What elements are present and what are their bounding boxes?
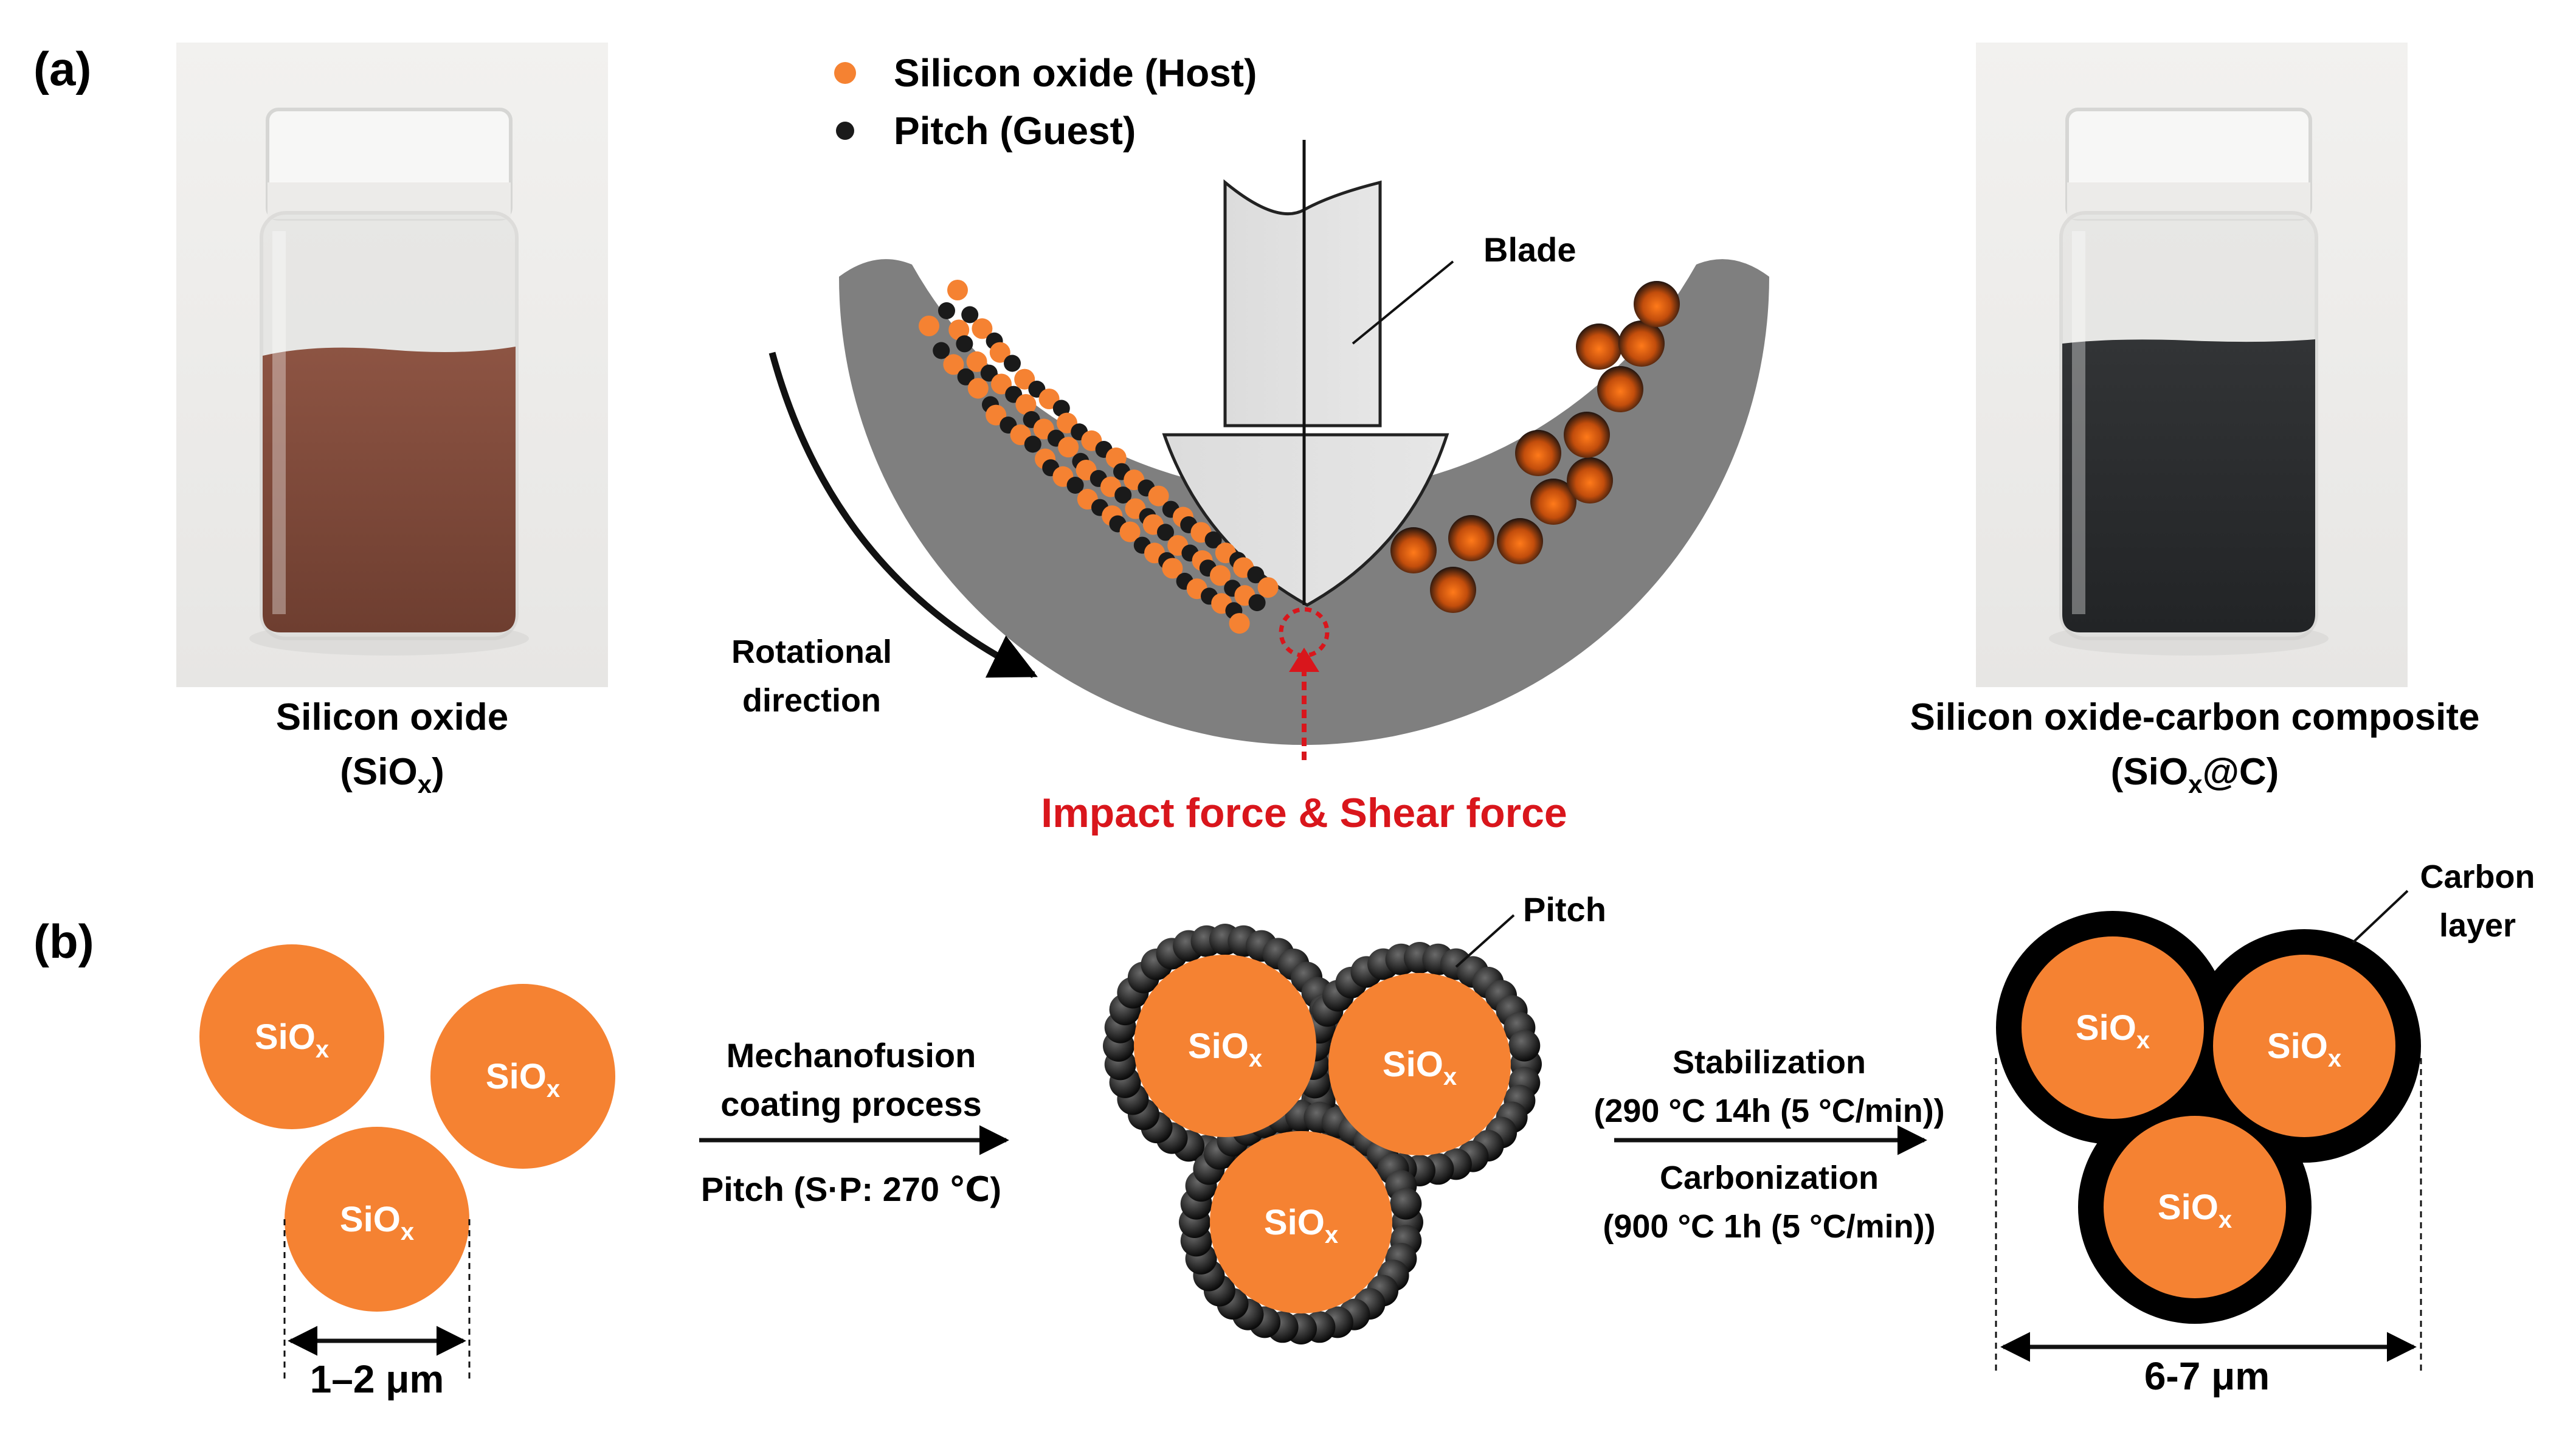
milling-ball: [1390, 527, 1437, 573]
sio-x-jar-photo: [176, 43, 608, 687]
step2-line4: (900 °C 1h (5 °C/min)): [1603, 1208, 1935, 1245]
guest-particle: [980, 364, 998, 382]
guest-particle: [1157, 524, 1174, 541]
host-particle: [948, 319, 970, 341]
legend-guest-marker: [836, 122, 854, 140]
carbon-label-line1: Carbon: [2420, 859, 2535, 895]
sio-x-carbon-jar-photo: [1976, 43, 2408, 687]
guest-particle: [1204, 531, 1222, 548]
blade-label: Blade: [1483, 230, 1576, 269]
large-size-label: 6-7 μm: [2144, 1354, 2270, 1398]
milling-ball: [1448, 515, 1494, 561]
milling-ball: [1597, 366, 1643, 412]
guest-particle: [1247, 566, 1265, 584]
milling-ball: [1515, 430, 1561, 476]
host-particle: [986, 404, 1007, 426]
guest-particle: [957, 368, 975, 386]
guest-particle: [1248, 594, 1266, 612]
host-particle: [1229, 613, 1250, 634]
host-particle: [1119, 521, 1141, 542]
host-particle: [1210, 565, 1231, 586]
host-particle: [989, 342, 1010, 363]
host-particle: [1014, 368, 1035, 390]
host-particle: [947, 280, 968, 300]
stage3-label-2: SiOx: [2267, 1026, 2341, 1072]
stage3-label-3: SiOx: [2158, 1188, 2232, 1233]
left-photo-caption-title: Silicon oxide: [276, 696, 508, 738]
milling-ball: [1634, 281, 1680, 327]
milling-ball: [1430, 567, 1476, 613]
carbon-label-line2: layer: [2439, 907, 2516, 944]
blade: [1162, 140, 1449, 607]
stage2-label-3: SiOx: [1264, 1203, 1338, 1248]
step2-line2: (290 °C 14h (5 °C/min)): [1594, 1093, 1944, 1129]
mixed-particle-stream: [919, 280, 1279, 634]
guest-particle: [1066, 477, 1084, 494]
host-particle: [1162, 558, 1183, 579]
legend-host-label: Silicon oxide (Host): [894, 51, 1257, 95]
guest-particle: [933, 342, 950, 359]
host-particle: [972, 318, 993, 339]
legend-guest-label: Pitch (Guest): [894, 109, 1136, 153]
right-photo-caption-formula: (SiOx@C): [2111, 751, 2279, 798]
milling-ball: [1497, 518, 1543, 564]
milling-ball: [1564, 412, 1610, 458]
host-particle: [966, 351, 987, 372]
stage1-particles: [199, 944, 615, 1312]
milling-balls: [1390, 281, 1680, 613]
force-label: Impact force & Shear force: [1041, 790, 1567, 836]
milling-ball: [1576, 324, 1622, 370]
host-particle: [1058, 437, 1079, 458]
host-particle: [967, 378, 989, 399]
blade-callout-line: [1352, 260, 1454, 345]
host-particle: [1105, 447, 1127, 468]
step1-below: Pitch (S·P: 270 ℃): [701, 1170, 1001, 1208]
step1-line1: Mechanofusion: [727, 1036, 976, 1074]
pitch-label: Pitch: [1523, 890, 1606, 929]
rotation-label-line1: Rotational: [731, 634, 892, 670]
panel-a-label: (a): [33, 42, 91, 95]
left-photo-caption-formula: (SiOx): [340, 751, 444, 798]
small-size-label: 1–2 μm: [310, 1357, 444, 1401]
host-particle: [1015, 394, 1037, 415]
step2-line1: Stabilization: [1673, 1044, 1866, 1081]
rotation-arrow: [768, 351, 1038, 678]
guest-particle: [1024, 435, 1041, 453]
guest-particle: [1004, 355, 1021, 372]
milling-ball: [1618, 320, 1665, 367]
step1-line2: coating process: [720, 1085, 981, 1123]
legend-host-marker: [834, 62, 856, 84]
pitch-callout-line: [1455, 914, 1515, 968]
milling-ball: [1567, 457, 1613, 503]
host-particle: [1148, 485, 1169, 507]
stage3-particles: [2022, 936, 2395, 1298]
guest-particle: [956, 335, 973, 353]
stage2-label-1: SiOx: [1188, 1026, 1262, 1072]
stage2-label-2: SiOx: [1383, 1045, 1457, 1090]
stage1-label-3: SiOx: [340, 1200, 414, 1245]
rotation-label-line2: direction: [742, 682, 881, 719]
guest-particle: [961, 306, 979, 324]
panel-b-label: (b): [33, 915, 94, 968]
impact-zone-marker: [1279, 607, 1330, 658]
stage1-label-1: SiOx: [255, 1017, 329, 1063]
guest-particle: [1114, 486, 1132, 504]
right-photo-caption-title: Silicon oxide-carbon composite: [1910, 696, 2479, 738]
stage2-particles: [1134, 955, 1511, 1313]
pitch-bead: [1508, 1029, 1541, 1062]
milling-ball: [1530, 479, 1576, 525]
force-arrowhead: [1289, 648, 1319, 672]
pitch-bead: [1390, 1188, 1422, 1220]
guest-particle: [938, 302, 955, 319]
host-particle: [1257, 577, 1279, 598]
guest-particle: [1052, 400, 1070, 417]
step2-line3: Carbonization: [1660, 1160, 1879, 1196]
host-particle: [991, 373, 1012, 395]
carbon-callout-line: [2352, 890, 2409, 944]
stage1-label-2: SiOx: [486, 1057, 560, 1102]
stage3-label-1: SiOx: [2076, 1008, 2150, 1054]
host-particle: [919, 316, 939, 336]
host-particle: [943, 354, 964, 375]
